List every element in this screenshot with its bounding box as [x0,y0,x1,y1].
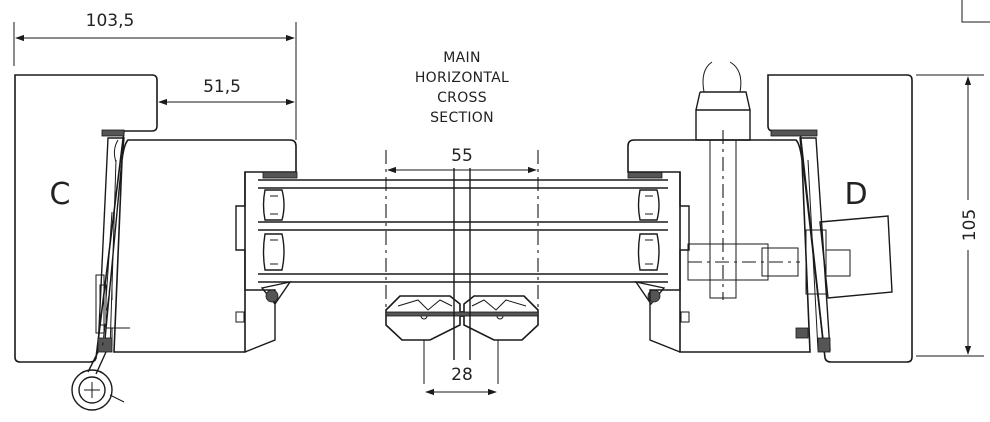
dimension-center-width: 55 [451,146,473,166]
center-lines [101,130,800,360]
section-note-line4: SECTION [430,110,494,126]
center-rail-assembly [258,171,668,306]
dimension-overall-width: 103,5 [86,11,135,31]
dimension-lines [13,22,984,396]
dimension-half-width: 51,5 [203,77,241,97]
left-housing-c [14,74,297,411]
dimension-height: 105 [960,209,980,241]
right-housing-d [627,61,913,363]
center-clamp [385,295,539,384]
label-part-d: D [844,177,867,212]
section-note-line3: CROSS [437,90,487,106]
section-note-line1: MAIN [443,50,480,66]
dimension-bottom-width: 28 [451,365,473,385]
title-block-corner [961,0,990,23]
label-part-c: C [50,177,71,212]
section-note-line2: HORIZONTAL [415,70,509,86]
